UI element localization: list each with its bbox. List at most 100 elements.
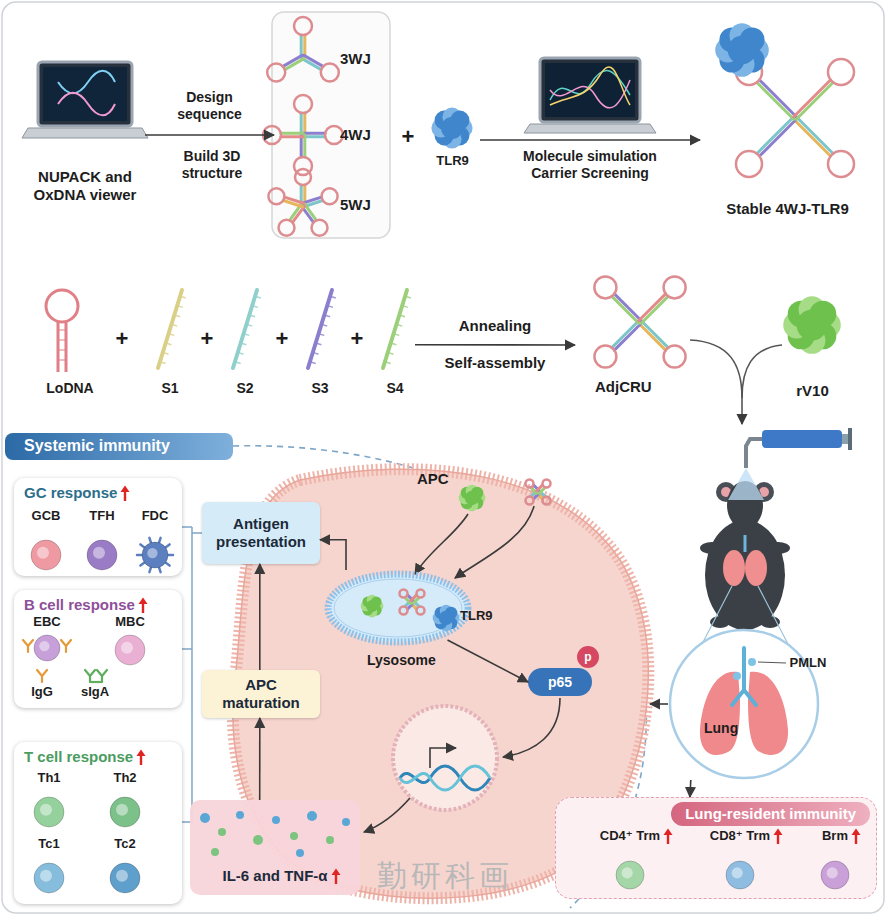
node-label: rV10	[796, 382, 829, 400]
cell-type-illustration-part-part	[40, 804, 52, 816]
cell-type: CD4⁺ Trm	[585, 828, 675, 894]
antigen-protein-illustration-part-part	[810, 301, 837, 328]
cell-type: CD8⁺ Trm	[695, 828, 785, 894]
flow-arrow	[259, 718, 261, 800]
tlr9-protein-illustration-part-part	[453, 118, 472, 137]
cell-type-illustration-part	[23, 635, 71, 661]
dna-strand-illustration-part-part	[402, 306, 408, 308]
tlr9-receptor-illustration-part-part	[440, 605, 452, 617]
mouse-part	[705, 520, 785, 630]
lysosome-illustration-part-part	[408, 595, 414, 601]
junction-3wj-illustration-part	[267, 17, 339, 82]
increase-arrow-part	[334, 874, 336, 884]
adjcru-structure-illustration-part	[594, 276, 685, 367]
junction-4wj-illustration-part-part	[303, 132, 325, 135]
tlr9-protein-illustration-part-part	[441, 117, 463, 139]
node-label: CD4⁺ Trm	[600, 828, 660, 844]
node-label: S1	[161, 380, 178, 397]
lodna-hairpin-illustration-part-part	[58, 322, 66, 372]
label-holder: +	[201, 326, 214, 352]
intranasal-device	[746, 428, 852, 468]
cell-type: Th2	[100, 770, 150, 830]
node-label: IL-6 and TNF-α	[222, 867, 327, 885]
response-bracket	[182, 527, 202, 822]
dna-strand-illustration-part-part	[238, 352, 244, 354]
cell-type: TFH	[78, 508, 126, 574]
label-holder: 勤研科画	[377, 858, 513, 894]
adjcru-structure-illustration-part-part	[594, 276, 616, 298]
cell-type-illustration-part	[31, 540, 61, 570]
cell-type-illustration-part	[110, 863, 140, 893]
lysosome-illustration-part-part	[371, 605, 382, 616]
watermark: 勤研科画	[377, 858, 513, 894]
tlr9-protein-illustration-part-part	[450, 111, 469, 130]
systemic-region: Systemic immunityGC responseGCBTFHFDCB c…	[0, 430, 650, 910]
cell-type-illustration-part-part	[37, 547, 49, 559]
cell-type-illustration-part-part	[116, 870, 128, 882]
cell-type: FDC	[132, 508, 178, 574]
cell-type-illustration-part	[616, 861, 644, 889]
cytokine-box-illustration-part-part	[236, 811, 244, 819]
adjcru-structure-illustration-part-part	[641, 296, 668, 323]
cell-type-illustration-part-part	[726, 861, 754, 889]
cell-type-illustration-part-part	[40, 870, 52, 882]
dna-strand: S4	[375, 280, 415, 400]
increase-arrow	[136, 749, 146, 765]
process-box: APC maturation	[202, 670, 320, 718]
tool-laptop-illustration-part-part	[22, 128, 148, 138]
junction-3wj-illustration-part-part	[285, 59, 304, 70]
apc-cell-illustration-part-part	[531, 488, 537, 494]
dna-strand: S1	[150, 280, 190, 400]
apc-cell-illustration-part-part	[526, 480, 534, 488]
cell-type-illustration-part-part	[87, 540, 117, 570]
cell-type: Tc2	[100, 836, 150, 898]
node-label: APC maturation	[211, 676, 311, 712]
cytokine-box-illustration-part-part	[296, 849, 304, 857]
cell-type-illustration-part-part	[137, 554, 145, 557]
intranasal-device-part	[746, 439, 762, 468]
cell-type-illustration-part-part	[140, 561, 146, 566]
antibody-illustration-part-part	[37, 670, 47, 682]
lysosome-illustration-part-part	[405, 598, 411, 604]
cytokine-box-illustration-part-part	[211, 848, 219, 856]
label-holder: +	[276, 326, 289, 352]
junction-panel	[272, 12, 390, 238]
increase-arrow	[851, 828, 861, 844]
apc-cell-illustration-part-part	[471, 497, 483, 509]
apc-cell-illustration-part-part	[465, 491, 479, 505]
increase-arrow	[663, 828, 673, 844]
increase-arrow-part	[142, 603, 144, 613]
node-label: p65	[548, 674, 572, 691]
node-label: AdjCRU	[595, 378, 652, 396]
tool-laptop: NUPACK and OxDNA viewer	[25, 60, 145, 240]
apc-cell-illustration-part-part	[539, 491, 545, 497]
cell-type-illustration-part-part	[732, 867, 743, 878]
lysosome-illustration-part	[328, 574, 468, 642]
apc-cell-illustration-part-part	[534, 485, 540, 491]
increase-arrow-part	[331, 869, 340, 876]
mouse-part	[766, 542, 790, 554]
simulation-laptop-part	[550, 80, 630, 108]
cytokine-box-illustration-part-part	[218, 828, 226, 836]
junction-5wj: 5WJ	[274, 172, 386, 234]
junction-4wj: 4WJ	[274, 100, 386, 170]
lysosome-illustration-part-part	[411, 603, 417, 609]
tlr9-receptor-illustration-part-part	[445, 617, 457, 629]
response-box: GC responseGCBTFHFDC	[14, 478, 182, 576]
merge-lines-part	[690, 340, 742, 398]
tlr9-receptor-illustration-part	[433, 605, 460, 632]
dna-strand-illustration-part-part	[308, 290, 332, 368]
cytokine-box-illustration-part-part	[290, 832, 298, 840]
junction-5wj-illustration-part-part	[279, 220, 295, 236]
antigen-protein-illustration-part-part	[814, 312, 841, 339]
dna-strand-illustration-part-part	[233, 290, 257, 368]
apc-cell-illustration-part-part	[400, 766, 490, 790]
lysosome-illustration-part-part	[367, 595, 378, 606]
lysosome-illustration-part-part	[408, 603, 414, 609]
edge-label-holder: Molecule simulation Carrier Screening	[505, 148, 675, 182]
antigen-protein-illustration-part-part	[783, 312, 810, 339]
apc-cell-illustration-part-part	[461, 487, 473, 499]
cell-type-illustration-part-part	[158, 538, 160, 545]
stable-complex-illustration-part-part	[828, 59, 854, 85]
